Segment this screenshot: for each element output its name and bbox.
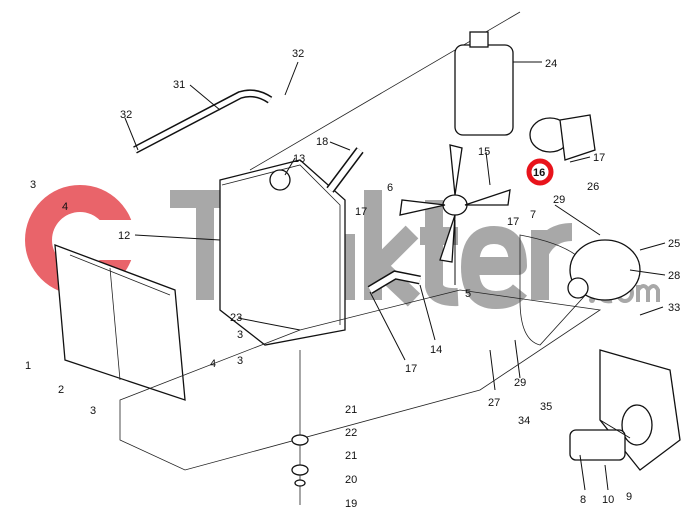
part-label[interactable]: 17 xyxy=(405,363,417,375)
part-label[interactable]: 29 xyxy=(514,377,526,389)
part-label-16-highlighted[interactable]: 16 xyxy=(533,167,545,179)
part-label[interactable]: 1 xyxy=(25,360,31,372)
part-label[interactable]: 28 xyxy=(668,270,680,282)
part-label[interactable]: 17 xyxy=(593,152,605,164)
part-label[interactable]: 17 xyxy=(507,216,519,228)
part-label[interactable]: 34 xyxy=(518,415,530,427)
part-labels: 32 31 32 3 4 12 13 18 17 24 6 15 16 17 2… xyxy=(25,48,680,510)
leader-lines xyxy=(124,61,666,491)
part-label[interactable]: 27 xyxy=(488,397,500,409)
part-label[interactable]: 25 xyxy=(668,238,680,250)
part-label[interactable]: 21 xyxy=(345,450,357,462)
part-label[interactable]: 7 xyxy=(530,209,536,221)
part-label[interactable]: 32 xyxy=(120,109,132,121)
part-label[interactable]: 2 xyxy=(58,384,64,396)
part-label[interactable]: 22 xyxy=(345,427,357,439)
part-label[interactable]: 13 xyxy=(293,153,305,165)
part-label[interactable]: 26 xyxy=(587,181,599,193)
part-label[interactable]: 3 xyxy=(30,179,36,191)
part-label[interactable]: 12 xyxy=(118,230,130,242)
part-label[interactable]: 21 xyxy=(345,404,357,416)
part-label[interactable]: 3 xyxy=(237,329,243,341)
part-label[interactable]: 6 xyxy=(387,182,393,194)
part-label[interactable]: 4 xyxy=(210,358,216,370)
part-label[interactable]: 3 xyxy=(90,405,96,417)
fan xyxy=(399,144,511,263)
part-label[interactable]: 3 xyxy=(237,355,243,367)
part-label[interactable]: 4 xyxy=(62,201,68,213)
part-label[interactable]: 10 xyxy=(602,494,614,506)
part-label[interactable]: 32 xyxy=(292,48,304,60)
part-label[interactable]: 19 xyxy=(345,498,357,510)
part-label[interactable]: 35 xyxy=(540,401,552,413)
part-label[interactable]: 9 xyxy=(626,491,632,503)
highlight-ring xyxy=(526,158,554,186)
part-label[interactable]: 18 xyxy=(316,136,328,148)
part-label[interactable]: 20 xyxy=(345,474,357,486)
part-label[interactable]: 24 xyxy=(545,58,557,70)
part-label[interactable]: 5 xyxy=(465,288,471,300)
part-label[interactable]: 29 xyxy=(553,194,565,206)
part-label[interactable]: 17 xyxy=(355,206,367,218)
part-label[interactable]: 14 xyxy=(430,344,442,356)
part-label[interactable]: 33 xyxy=(668,302,680,314)
part-label[interactable]: 31 xyxy=(173,79,185,91)
part-label[interactable]: 23 xyxy=(230,312,242,324)
part-label[interactable]: 15 xyxy=(478,146,490,158)
part-label[interactable]: 8 xyxy=(580,494,586,506)
